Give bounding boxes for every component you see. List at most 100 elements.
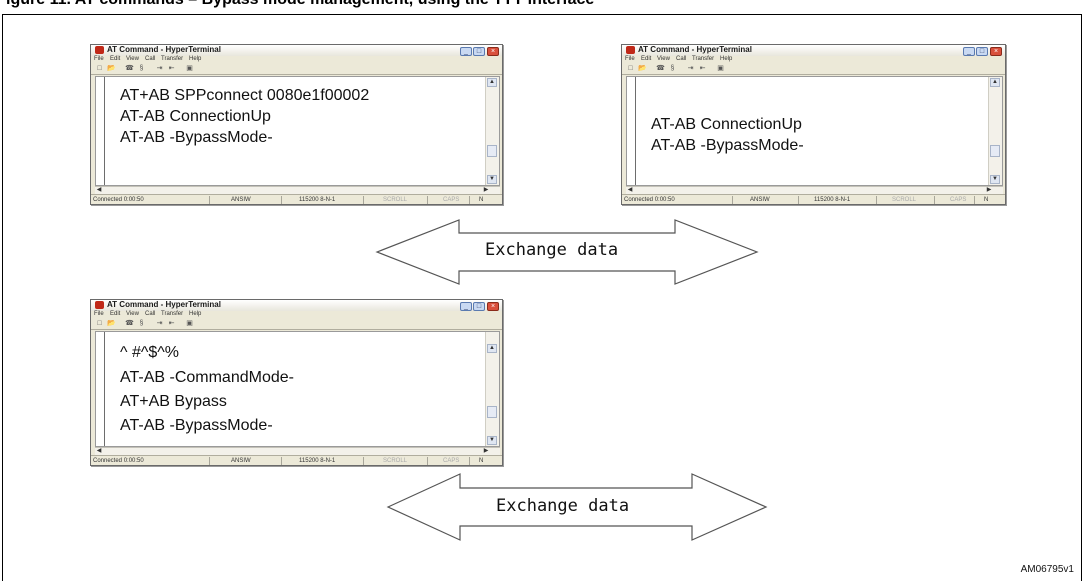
send-icon[interactable]: ⇥ <box>687 65 694 72</box>
menu-call[interactable]: Call <box>676 56 687 62</box>
disconnect-icon[interactable]: § <box>139 65 144 72</box>
scroll-right-icon[interactable]: ▶ <box>483 448 489 454</box>
vertical-scrollbar[interactable]: ▲ ▼ <box>988 77 1002 185</box>
scroll-up-icon[interactable]: ▲ <box>487 344 497 353</box>
send-icon[interactable]: ⇥ <box>156 65 163 72</box>
maximize-button[interactable]: □ <box>473 47 485 56</box>
vertical-scrollbar[interactable]: ▲ ▼ <box>485 332 499 446</box>
scroll-up-icon[interactable]: ▲ <box>990 78 1000 87</box>
double-arrow-icon <box>375 219 759 285</box>
status-emulation: ANSIW <box>231 197 251 203</box>
status-divider <box>281 457 282 465</box>
exchange-data-arrow: Exchange data <box>386 472 768 542</box>
menu-view[interactable]: View <box>657 56 670 62</box>
scroll-left-icon[interactable]: ◀ <box>96 187 102 193</box>
menu-view[interactable]: View <box>126 311 139 317</box>
minimize-button[interactable]: _ <box>460 302 472 311</box>
terminal-line: AT-AB -CommandMode- <box>120 369 294 386</box>
status-divider <box>934 196 935 204</box>
status-caps: CAPS <box>443 458 460 464</box>
new-icon[interactable]: □ <box>628 65 633 72</box>
open-icon[interactable]: 📂 <box>107 320 116 327</box>
window-top-right: AT Command - HyperTerminal _ □ × File Ed… <box>621 44 1006 205</box>
horizontal-scrollbar[interactable]: ◀ ▶ <box>626 186 1003 195</box>
receive-icon[interactable]: ⇤ <box>699 65 706 72</box>
close-button[interactable]: × <box>990 47 1002 56</box>
scroll-thumb[interactable] <box>990 145 1000 157</box>
scroll-down-icon[interactable]: ▼ <box>990 175 1000 184</box>
title-bar: AT Command - HyperTerminal _ □ × <box>91 45 502 56</box>
new-icon[interactable]: □ <box>97 65 102 72</box>
open-icon[interactable]: 📂 <box>107 65 116 72</box>
status-bar: Connected 0:00:50 ANSIW 115200 8-N-1 SCR… <box>91 194 502 204</box>
terminal-area[interactable]: AT+AB SPPconnect 0080e1f00002 AT-AB Conn… <box>95 76 500 186</box>
scroll-down-icon[interactable]: ▼ <box>487 175 497 184</box>
scroll-left-icon[interactable]: ◀ <box>627 187 633 193</box>
disconnect-icon[interactable]: § <box>139 320 144 327</box>
close-button[interactable]: × <box>487 47 499 56</box>
menu-transfer[interactable]: Transfer <box>692 56 715 62</box>
scroll-thumb[interactable] <box>487 406 497 418</box>
window-title: AT Command - HyperTerminal <box>107 300 221 309</box>
horizontal-scrollbar[interactable]: ◀ ▶ <box>95 186 500 195</box>
minimize-button[interactable]: _ <box>963 47 975 56</box>
menu-bar: File Edit View Call Transfer Help <box>91 311 502 319</box>
vertical-scrollbar[interactable]: ▲ ▼ <box>485 77 499 185</box>
menu-help[interactable]: Help <box>189 311 202 317</box>
close-button[interactable]: × <box>487 302 499 311</box>
send-icon[interactable]: ⇥ <box>156 320 163 327</box>
receive-icon[interactable]: ⇤ <box>168 320 175 327</box>
menu-edit[interactable]: Edit <box>110 56 121 62</box>
phone-icon[interactable]: ☎ <box>125 320 134 327</box>
hyperterminal-icon <box>95 46 104 54</box>
status-bar: Connected 0:00:50 ANSIW 115200 8-N-1 SCR… <box>622 194 1005 204</box>
arrow-label: Exchange data <box>496 496 630 516</box>
menu-edit[interactable]: Edit <box>641 56 652 62</box>
new-icon[interactable]: □ <box>97 320 102 327</box>
properties-icon[interactable]: ▣ <box>717 65 724 72</box>
menu-transfer[interactable]: Transfer <box>161 311 184 317</box>
scroll-right-icon[interactable]: ▶ <box>986 187 992 193</box>
menu-view[interactable]: View <box>126 56 139 62</box>
status-num: N <box>479 458 484 464</box>
status-divider <box>732 196 733 204</box>
phone-icon[interactable]: ☎ <box>125 65 134 72</box>
scroll-down-icon[interactable]: ▼ <box>487 436 497 445</box>
menu-call[interactable]: Call <box>145 56 156 62</box>
status-divider <box>469 457 470 465</box>
disconnect-icon[interactable]: § <box>670 65 675 72</box>
scroll-right-icon[interactable]: ▶ <box>483 187 489 193</box>
menu-bar: File Edit View Call Transfer Help <box>91 56 502 64</box>
terminal-area[interactable]: AT-AB ConnectionUp AT-AB -BypassMode- ▲ … <box>626 76 1003 186</box>
terminal-margin <box>96 332 105 446</box>
menu-edit[interactable]: Edit <box>110 311 121 317</box>
status-divider <box>363 196 364 204</box>
scroll-up-icon[interactable]: ▲ <box>487 78 497 87</box>
phone-icon[interactable]: ☎ <box>656 65 665 72</box>
receive-icon[interactable]: ⇤ <box>168 65 175 72</box>
menu-file[interactable]: File <box>94 311 104 317</box>
maximize-button[interactable]: □ <box>473 302 485 311</box>
title-bar: AT Command - HyperTerminal _ □ × <box>622 45 1005 56</box>
terminal-area[interactable]: ^ #^$^% AT-AB -CommandMode- AT+AB Bypass… <box>95 331 500 447</box>
menu-file[interactable]: File <box>625 56 635 62</box>
maximize-button[interactable]: □ <box>976 47 988 56</box>
menu-bar: File Edit View Call Transfer Help <box>622 56 1005 64</box>
open-icon[interactable]: 📂 <box>638 65 647 72</box>
menu-file[interactable]: File <box>94 56 104 62</box>
status-num: N <box>479 197 484 203</box>
menu-help[interactable]: Help <box>720 56 733 62</box>
menu-transfer[interactable]: Transfer <box>161 56 184 62</box>
minimize-button[interactable]: _ <box>460 47 472 56</box>
terminal-line: ^ #^$^% <box>120 344 179 361</box>
properties-icon[interactable]: ▣ <box>186 65 193 72</box>
terminal-margin <box>96 77 105 185</box>
horizontal-scrollbar[interactable]: ◀ ▶ <box>95 447 500 456</box>
properties-icon[interactable]: ▣ <box>186 320 193 327</box>
scroll-thumb[interactable] <box>487 145 497 157</box>
terminal-line: AT-AB ConnectionUp <box>651 116 802 133</box>
menu-help[interactable]: Help <box>189 56 202 62</box>
scroll-left-icon[interactable]: ◀ <box>96 448 102 454</box>
status-divider <box>209 196 210 204</box>
menu-call[interactable]: Call <box>145 311 156 317</box>
